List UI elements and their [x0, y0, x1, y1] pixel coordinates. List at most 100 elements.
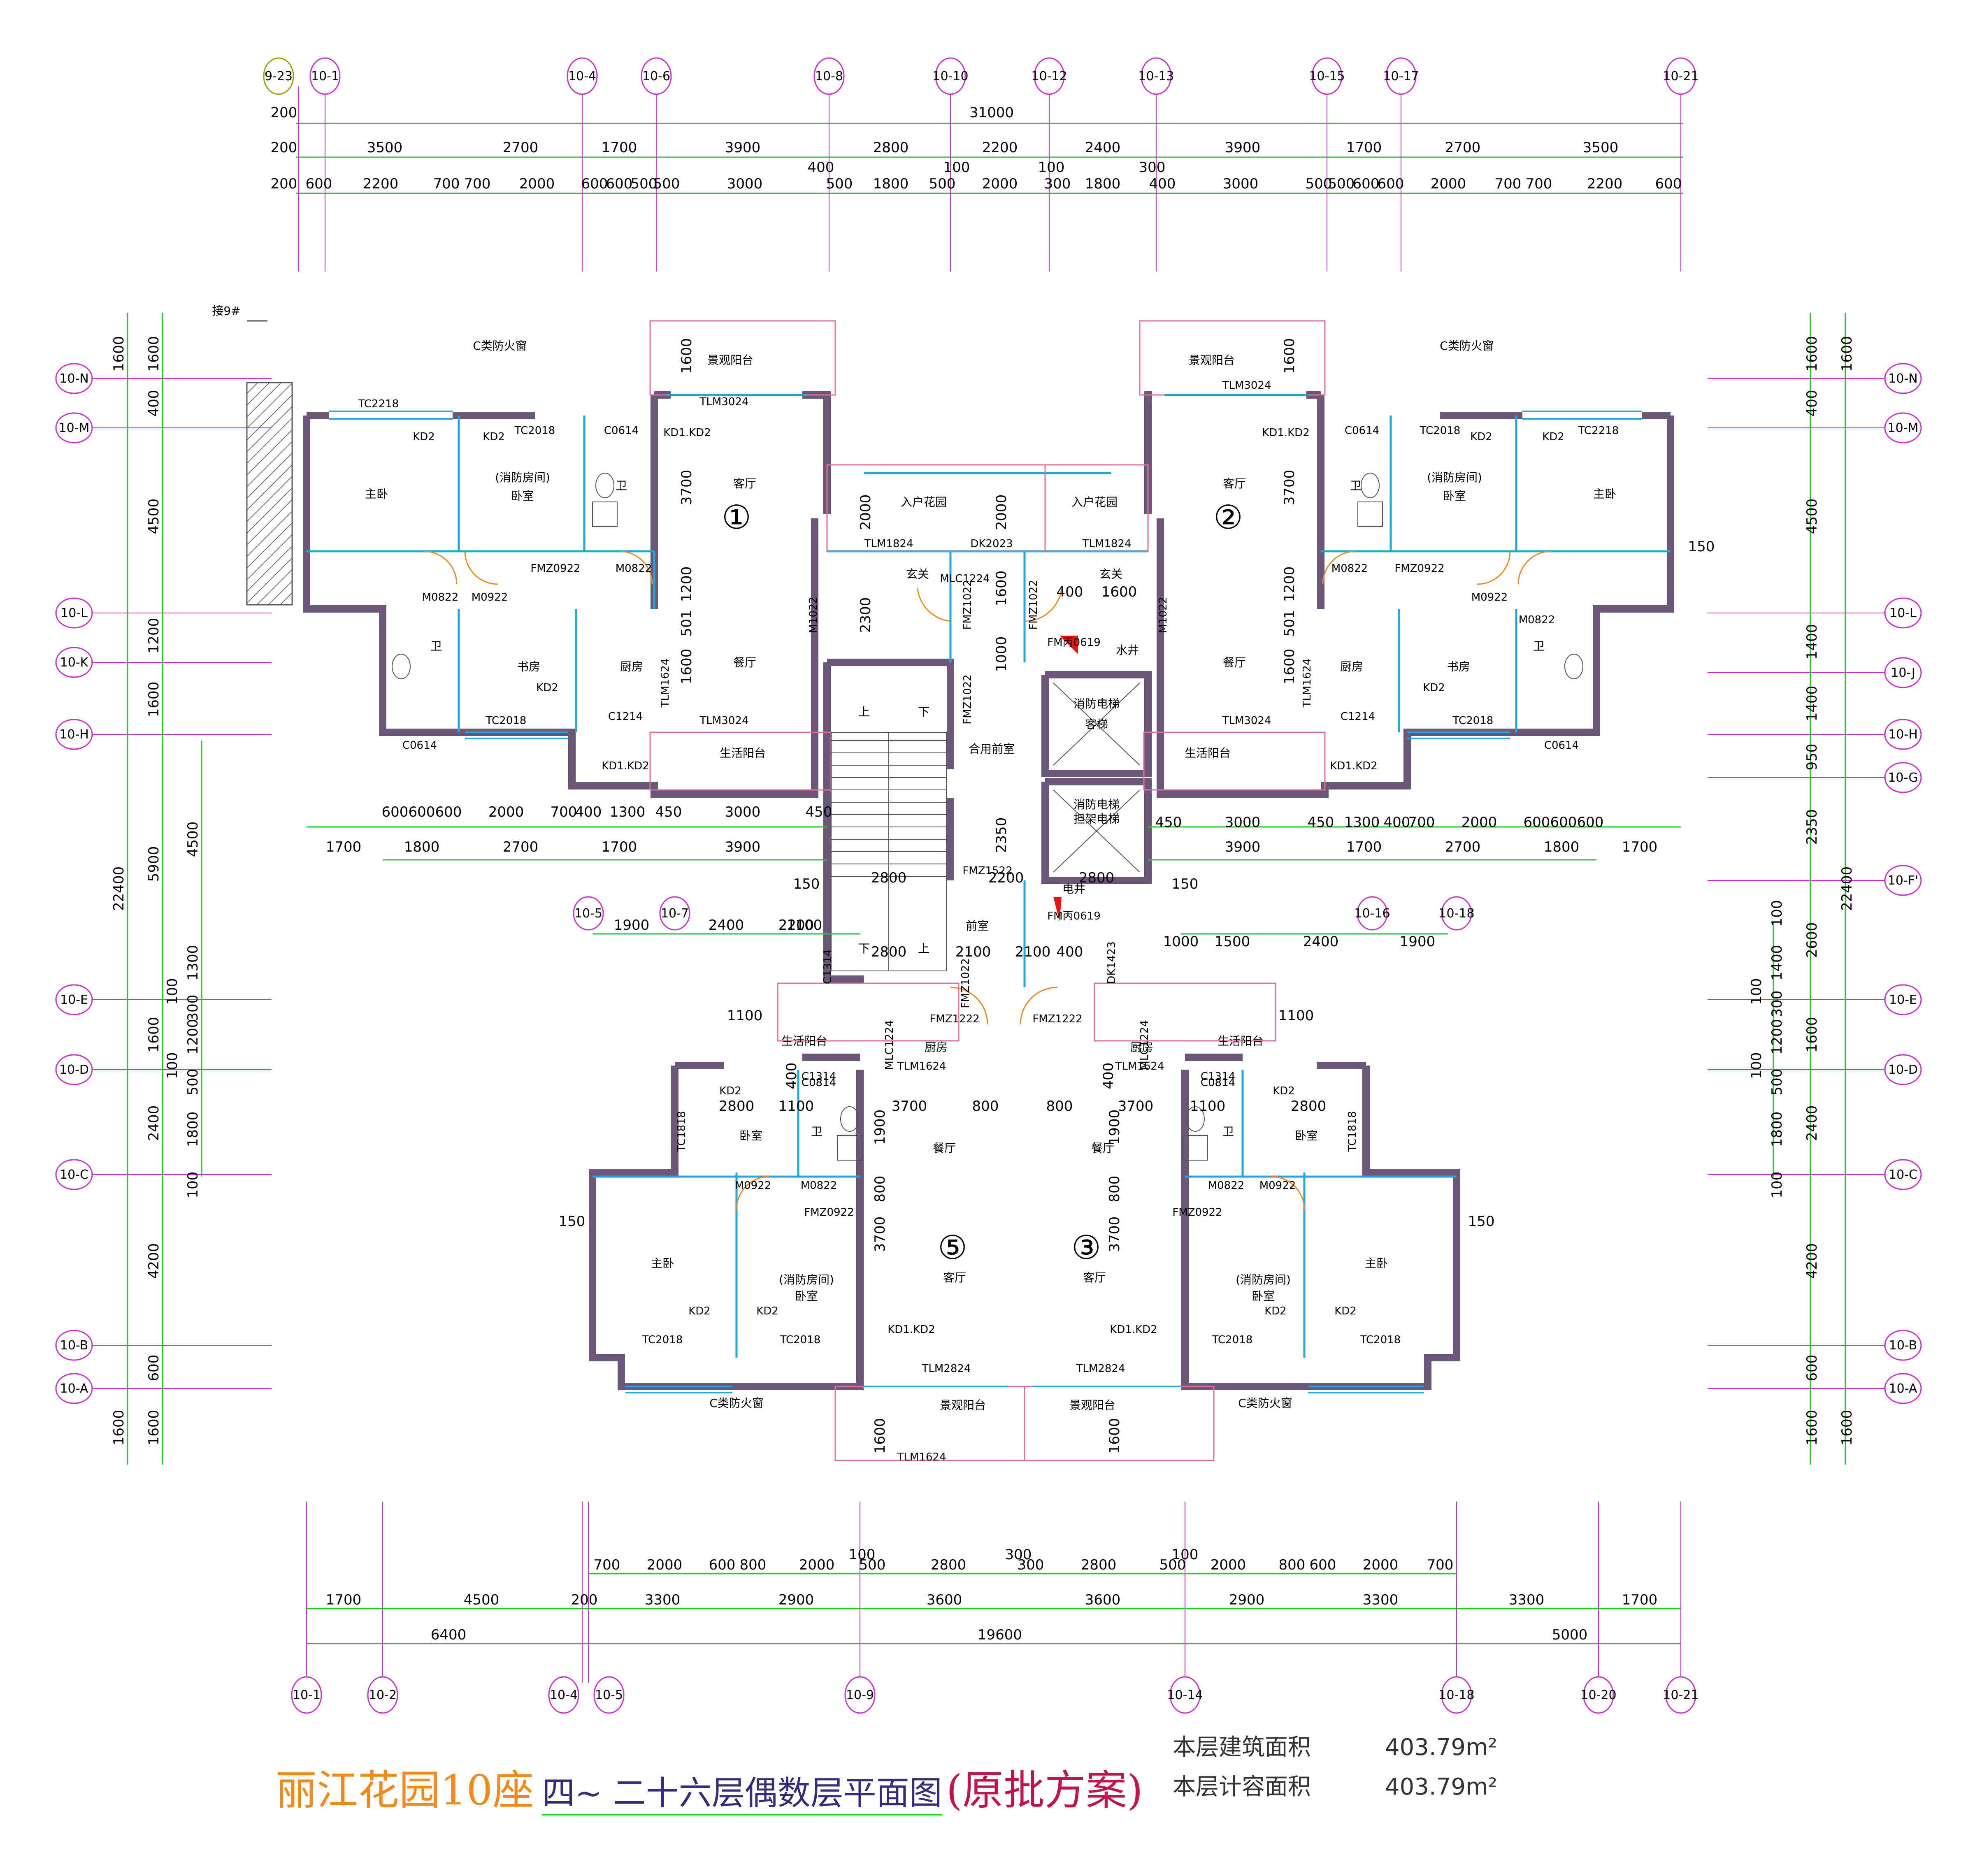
dim-text: 2200	[1587, 176, 1623, 192]
dim-text: 1600	[146, 682, 162, 717]
neighbor-building-hatch	[246, 382, 293, 606]
unit-number: ⑤	[938, 1228, 967, 1267]
dim-text: 600	[709, 1557, 736, 1573]
tag: MLC1224	[940, 573, 990, 585]
dim-text: 400	[1804, 390, 1820, 417]
room-label: 下	[918, 705, 929, 719]
axis-label: 10-4	[550, 1688, 578, 1702]
door-swings	[423, 550, 1552, 1210]
dim-text: 450	[1308, 814, 1334, 831]
axis-label: 10-10	[932, 69, 968, 84]
axis-label: 10-D	[1888, 1063, 1918, 1077]
dim-text: 1700	[326, 1592, 362, 1608]
dim-text: 1000	[993, 636, 1010, 672]
dim-text: 300	[1769, 991, 1785, 1017]
dim-text: 1900	[1106, 1110, 1123, 1145]
dim-text: 3000	[727, 176, 763, 192]
room-label: 卧室	[1252, 1289, 1275, 1303]
mid-axis-bubbles	[573, 896, 1472, 931]
dim-text: 300	[1005, 1546, 1032, 1563]
room-label: 厨房	[1340, 660, 1363, 673]
room-label: 下	[858, 942, 870, 955]
sanitary-fixtures	[392, 473, 1583, 1161]
dim-text: 3700	[678, 470, 695, 506]
dim-text: 3600	[927, 1592, 962, 1608]
dim-text: 3700	[1281, 470, 1298, 506]
tag: TC1818	[1346, 1111, 1359, 1152]
dim-text: 500	[1159, 1557, 1186, 1573]
dim-text: 1600	[1839, 336, 1855, 372]
dim-text: 300	[185, 995, 201, 1022]
dim-text: 1600	[1839, 1410, 1855, 1446]
top-axis-bubbles	[263, 57, 1696, 95]
dim-text: 100	[1172, 1546, 1199, 1563]
dim-text: 2800	[931, 1557, 967, 1573]
room-label: 客厅	[1083, 1271, 1106, 1284]
capacity-area-value: 403.79m²	[1385, 1774, 1497, 1800]
room-label: (消防房间)	[495, 471, 550, 484]
dim-text: 150	[1468, 1213, 1495, 1230]
dim-text: 3700	[892, 1098, 927, 1114]
room-label: 景观阳台	[1069, 1398, 1115, 1412]
dim-text: 2600	[1804, 922, 1820, 958]
tag: TC2018	[486, 715, 527, 727]
room-label: 入户花园	[1071, 495, 1118, 509]
outer-walls	[303, 391, 1674, 1390]
dim-text: 2000	[857, 495, 874, 530]
drawing-title: 丽江花园10座四~ 二十六层偶数层平面图(原批方案)	[276, 1757, 1143, 1816]
dim-text: 1600	[1281, 338, 1298, 374]
bottom-dimension-lines	[307, 1573, 1681, 1644]
dim-text: 1800	[1769, 1112, 1785, 1147]
area-row: 本层建筑面积 403.79m²	[1173, 1728, 1497, 1767]
tag: M0922	[735, 1179, 771, 1192]
room-label: 卫	[616, 479, 627, 492]
room-label: C类防火窗	[473, 339, 527, 353]
area-row: 本层计容面积 403.79m²	[1173, 1767, 1497, 1807]
dim-text: 1800	[1085, 176, 1121, 192]
tag: C0614	[1345, 425, 1379, 437]
dim-text: 2100	[1015, 944, 1051, 960]
dim-text: 600	[306, 176, 332, 192]
room-label: 书房	[1447, 660, 1470, 673]
mid-dimension-lines	[307, 826, 1681, 935]
room-label: 客厅	[1223, 477, 1246, 490]
dim-text: 2000	[982, 176, 1018, 192]
dim-text: 800	[872, 1176, 888, 1203]
elevator-shafts	[1053, 683, 1140, 873]
dim-text: 1100	[727, 1008, 763, 1024]
axis-label: 10-N	[59, 371, 88, 386]
room-label: 书房	[517, 660, 540, 673]
dim-text: 2200	[988, 870, 1024, 886]
dim-text: 2100	[955, 944, 991, 960]
dim-text: 2200	[363, 176, 399, 192]
dim-text: 3000	[1225, 814, 1261, 831]
dim-text: 1700	[1622, 839, 1658, 855]
axis-label: 10-L	[1889, 606, 1917, 620]
tag: TC2018	[1212, 1334, 1253, 1346]
room-label: 生活阳台	[1185, 746, 1231, 760]
room-label: 生活阳台	[1218, 1034, 1264, 1048]
room-label: 餐厅	[733, 656, 756, 669]
axis-label: 10-E	[60, 993, 88, 1007]
room-label: 客厅	[943, 1271, 966, 1284]
tag: C1314	[802, 1070, 836, 1083]
tag: MLC1224	[1139, 1020, 1151, 1070]
dim-text: 1600	[146, 1410, 162, 1446]
dim-text: 2700	[503, 139, 539, 156]
tag: KD1.KD2	[888, 1323, 935, 1336]
dim-text: 2700	[503, 839, 539, 855]
tag: M0922	[1259, 1179, 1296, 1192]
axis-label: 10-4	[568, 69, 596, 84]
tag: M0822	[801, 1179, 837, 1192]
axis-label: 10-2	[369, 1688, 397, 1702]
dim-text: 1200	[146, 618, 162, 654]
dim-text: 1900	[614, 917, 650, 933]
dim-text: 150	[1688, 539, 1715, 555]
tag: KD2	[1334, 1305, 1357, 1317]
dim-text: 3900	[725, 839, 761, 855]
dim-text: 4200	[1804, 1243, 1820, 1279]
tag: M0822	[1331, 562, 1368, 575]
project-name: 丽江花园10座	[276, 1766, 534, 1814]
dim-text: 1800	[185, 1112, 201, 1147]
dim-text: 2000	[1363, 1557, 1399, 1573]
